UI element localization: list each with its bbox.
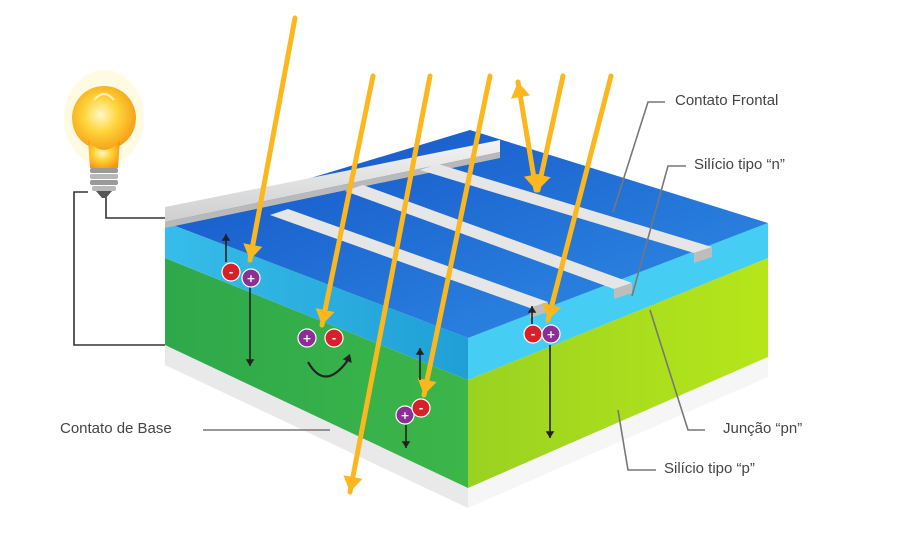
svg-text:+: + — [246, 272, 255, 285]
sun-rays — [243, 15, 614, 495]
leader-p-silicon — [617, 409, 656, 471]
circuit-wire-base — [73, 191, 165, 346]
leader-n-silicon — [631, 165, 686, 297]
label-n-silicon: Silício tipo “n” — [694, 156, 785, 173]
svg-text:-: - — [229, 266, 234, 279]
svg-text:+: + — [546, 328, 555, 341]
motion-arrow-down-3 — [545, 345, 555, 438]
motion-arrow-down — [245, 286, 255, 366]
leader-pn-junction — [649, 309, 705, 431]
light-bulb-icon — [64, 70, 144, 198]
motion-arrow-up-2 — [415, 348, 425, 380]
motion-arrow-up — [221, 234, 231, 262]
electron-2: - — [324, 328, 344, 348]
svg-text:+: + — [400, 409, 409, 422]
recombination-arrow — [307, 354, 352, 378]
label-base-contact: Contato de Base — [60, 420, 172, 437]
sun-ray-arrow-5 — [531, 73, 566, 193]
circuit-wire — [105, 196, 165, 219]
electron-1: - — [221, 262, 241, 282]
electron-4: - — [523, 324, 543, 344]
sun-ray-arrow-3 — [343, 73, 433, 495]
leader-lines — [203, 101, 705, 471]
leader-front-contact — [612, 101, 665, 213]
hole-3: + — [395, 405, 415, 425]
electron-3: - — [411, 398, 431, 418]
svg-text:-: - — [531, 328, 536, 341]
motion-arrow-down-2 — [401, 425, 411, 448]
label-front-contact: Contato Frontal — [675, 92, 779, 109]
svg-text:-: - — [332, 332, 337, 345]
label-pn-junction: Junção “pn” — [723, 420, 803, 437]
hole-2: + — [297, 328, 317, 348]
svg-text:+: + — [302, 332, 311, 345]
svg-text:-: - — [419, 402, 424, 415]
sun-ray-arrow-4 — [417, 73, 493, 398]
charge-carriers: -++-+--+ — [221, 234, 561, 448]
base-contact-layer — [165, 345, 768, 508]
motion-arrow-up-3 — [527, 306, 537, 324]
sun-ray-arrow-2 — [315, 73, 376, 328]
hole-1: + — [241, 268, 261, 288]
hole-4: + — [541, 324, 561, 344]
label-p-silicon: Silício tipo “p” — [664, 460, 755, 477]
sun-ray-arrow-1 — [243, 15, 298, 263]
sun-ray-arrow-6 — [542, 73, 614, 323]
